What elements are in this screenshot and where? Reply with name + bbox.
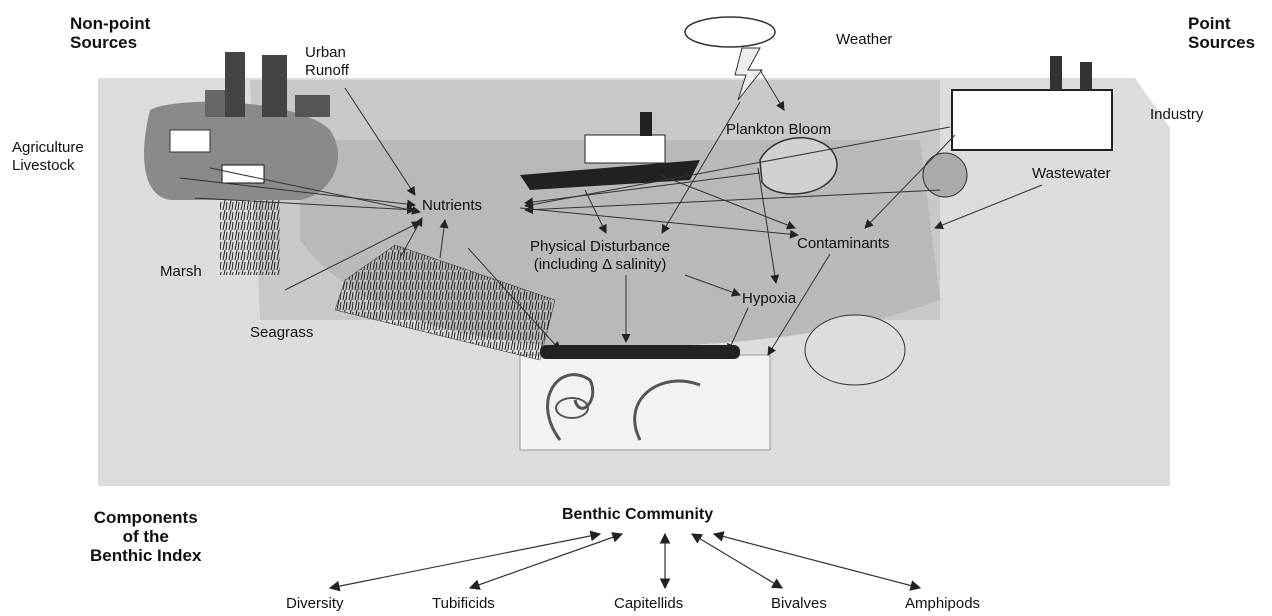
- metric-amphipods: Amphipods: [905, 595, 981, 612]
- marsh-grass: [220, 200, 280, 275]
- wastewater-label: Wastewater: [1032, 165, 1111, 182]
- weather-label: Weather: [836, 31, 893, 48]
- barn: [169, 129, 211, 153]
- industry-label: Industry: [1150, 106, 1204, 123]
- upper-arrows: [179, 69, 1043, 356]
- city-building-1: [225, 52, 245, 117]
- point-line-1: Point: [1188, 14, 1231, 33]
- outfall-pipe: [922, 152, 968, 198]
- lightning-bolt: [734, 47, 764, 101]
- seagrass-bed: [334, 244, 556, 361]
- hypoxia-label: Hypoxia: [742, 290, 797, 307]
- benthic-arrows: [328, 530, 922, 592]
- point-sources-title: Point Sources: [1188, 14, 1255, 52]
- burrow-1: [546, 373, 595, 441]
- contaminants-label: Contaminants: [797, 235, 890, 252]
- nonpoint-sources-title: Non-point Sources: [70, 14, 150, 52]
- components-line-1: Components: [93, 508, 198, 527]
- urban-runoff-line-1: Urban: [305, 44, 346, 61]
- boat-stack: [640, 112, 652, 136]
- metric-diversity: Diversity: [286, 595, 344, 612]
- boat-hull: [520, 160, 700, 190]
- agriculture-line-2: Livestock: [12, 157, 75, 174]
- benthic-community-label: Benthic Community: [562, 506, 714, 523]
- city-building-4: [295, 95, 330, 117]
- factory-stack-1: [1050, 56, 1062, 90]
- city-building-2: [262, 55, 287, 117]
- metric-capitellids: Capitellids: [614, 595, 684, 612]
- marsh-label: Marsh: [160, 263, 202, 280]
- weather-cloud: [684, 16, 776, 48]
- physical-disturbance-line-1: Physical Disturbance: [530, 238, 671, 255]
- sediment-top: [540, 345, 740, 359]
- burrow-chamber: [555, 397, 589, 419]
- boat-cabin: [584, 134, 666, 164]
- cow: [221, 164, 265, 184]
- factory-stack-2: [1080, 62, 1092, 90]
- urban-runoff-line-2: Runoff: [305, 62, 349, 79]
- components-line-2: of the: [122, 527, 169, 546]
- nutrients-label: Nutrients: [422, 197, 483, 214]
- burrow-2: [633, 379, 701, 441]
- factory: [951, 89, 1113, 151]
- nonpoint-line-1: Non-point: [70, 14, 151, 33]
- physical-disturbance-label: Physical Disturbance (including Δ salini…: [530, 238, 670, 274]
- oyster-clump: [804, 314, 906, 386]
- physical-disturbance-line-2: (including Δ salinity): [533, 256, 667, 273]
- plankton-bloom-label: Plankton Bloom: [726, 121, 832, 138]
- point-line-2: Sources: [1188, 33, 1256, 52]
- metric-tubificids: Tubificids: [432, 595, 495, 612]
- seagrass-label: Seagrass: [250, 324, 314, 341]
- agriculture-line-1: Agriculture: [12, 139, 84, 156]
- nonpoint-line-2: Sources: [70, 33, 138, 52]
- metric-bivalves: Bivalves: [771, 595, 827, 612]
- urban-runoff-label: Urban Runoff: [305, 44, 349, 80]
- benthic-floor: [519, 354, 771, 451]
- plankton-bloom-blob: [759, 137, 838, 195]
- agriculture-land: [144, 101, 339, 200]
- components-line-3: Benthic Index: [90, 546, 202, 565]
- components-title: Components of the Benthic Index: [90, 508, 201, 565]
- city-building-3: [205, 90, 225, 117]
- agriculture-livestock-label: Agriculture Livestock: [12, 139, 84, 175]
